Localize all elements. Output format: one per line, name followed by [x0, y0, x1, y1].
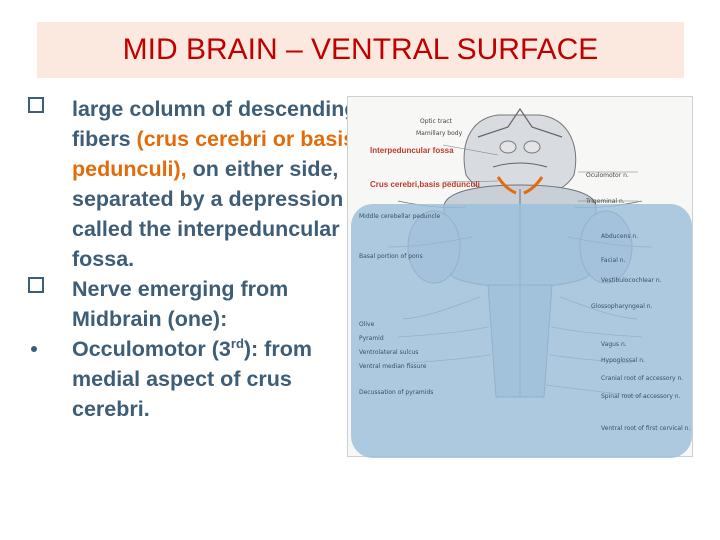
label-olive: Olive — [359, 321, 375, 328]
label-glossopharyngeal: Glossopharyngeal n. — [591, 303, 653, 310]
superscript: rd — [230, 335, 244, 351]
label-trigeminal: Trigeminal n. — [585, 198, 625, 205]
label-middle-cerebellar-peduncle: Middle cerebellar peduncle — [359, 213, 441, 220]
bullet-item: Nerve emerging from Midbrain (one): — [28, 274, 358, 334]
label-crus-cerebri: Crus cerebri,basis pedunculi — [370, 180, 480, 189]
bullet-text: large column of descending fibers — [72, 97, 358, 151]
label-optic-tract: Optic tract — [420, 118, 453, 125]
bullet-text: Occulomotor (3 — [72, 337, 231, 361]
label-hypoglossal: Hypoglossal n. — [601, 357, 645, 364]
label-decussation: Decussation of pyramids — [359, 389, 433, 396]
checkbox-bullet-icon — [28, 277, 44, 293]
label-abducens: Abducens n. — [601, 233, 638, 240]
overlay-labels: Middle cerebellar peduncle Basal portion… — [359, 213, 690, 432]
label-first-cervical: Ventral root of first cervical n. — [601, 425, 690, 432]
dot-bullet-icon — [31, 346, 37, 352]
slide-title: MID BRAIN – VENTRAL SURFACE — [122, 33, 599, 66]
bullet-highlight: (crus cerebri or basis pedunculi), — [72, 127, 356, 181]
bullet-item: large column of descending fibers (crus … — [28, 94, 358, 274]
label-mamillary-body: Mamillary body — [416, 130, 463, 137]
label-ventral-median-fissure: Ventral median fissure — [359, 363, 427, 370]
label-ventrolateral-sulcus: Ventrolateral sulcus — [359, 349, 418, 356]
label-vestibulocochlear: Vestibulocochlear n. — [601, 277, 662, 284]
bullet-text: Nerve emerging from Midbrain (one): — [72, 277, 289, 331]
bullet-text: on either side, separated by a depressio… — [72, 157, 344, 271]
label-facial: Facial n. — [601, 257, 626, 264]
bullet-item: Occulomotor (3rd): from medial aspect of… — [28, 334, 358, 424]
diagram-overlay: Middle cerebellar peduncle Basal portion… — [351, 204, 692, 458]
bullet-text: ): from medial aspect of crus cerebri. — [72, 337, 312, 421]
label-pyramid: Pyramid — [359, 335, 384, 342]
label-vagus: Vagus n. — [601, 341, 627, 348]
bullet-list: large column of descending fibers (crus … — [28, 94, 358, 424]
label-interpeduncular-fossa: Interpeduncular fossa — [370, 146, 454, 155]
checkbox-bullet-icon — [28, 97, 44, 113]
title-banner: MID BRAIN – VENTRAL SURFACE — [37, 22, 684, 78]
label-cranial-accessory: Cranial root of accessory n. — [601, 375, 683, 382]
label-oculomotor: Oculomotor n. — [586, 172, 629, 179]
label-spinal-accessory: Spinal root of accessory n. — [601, 393, 681, 400]
label-basal-pons: Basal portion of pons — [359, 253, 423, 260]
